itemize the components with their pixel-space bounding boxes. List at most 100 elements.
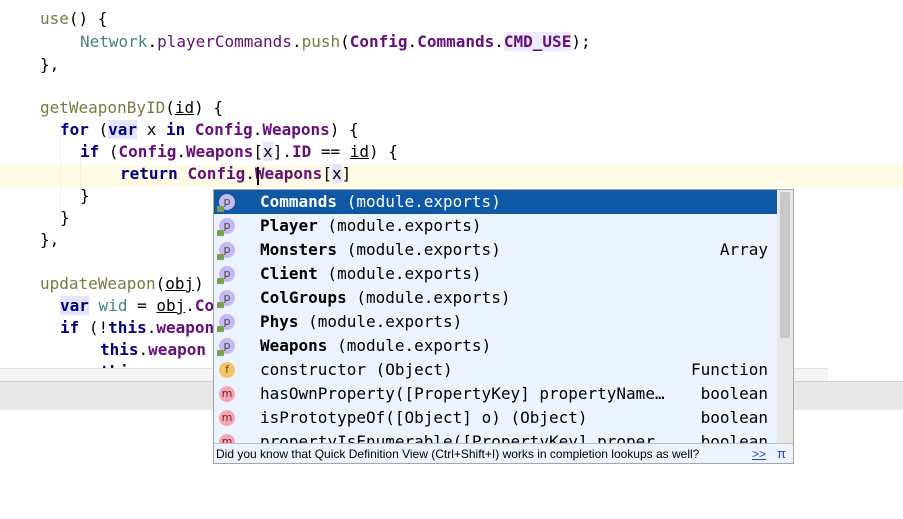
completion-item-label: hasOwnProperty([PropertyKey] propertyNam… [260, 382, 665, 406]
code-token: wid [98, 296, 128, 315]
code-line[interactable]: } [80, 185, 90, 207]
code-token: var [60, 296, 89, 315]
code-token: return [120, 164, 178, 183]
code-token: } [60, 208, 70, 227]
code-token: Weapons [254, 164, 323, 183]
completion-item[interactable]: p Weapons (module.exports) [214, 334, 777, 358]
code-token: Config [349, 32, 408, 51]
completion-item-label: Player (module.exports) [260, 214, 482, 238]
code-token: ( [99, 142, 119, 161]
code-line[interactable]: getWeaponByID(id) { [40, 97, 223, 119]
code-token: Network [80, 32, 148, 51]
code-line[interactable]: if (!this.weapon [60, 317, 214, 339]
code-token: . [138, 340, 149, 359]
code-token: . [245, 164, 255, 183]
code-token: } [80, 186, 90, 205]
completion-item-detail: (module.exports) [327, 336, 492, 355]
completion-item-label: ColGroups (module.exports) [260, 286, 510, 310]
property-icon: p [217, 218, 235, 236]
completion-item-label: Monsters (module.exports) [260, 238, 501, 262]
code-token: ( [155, 274, 166, 293]
code-token: Config [194, 120, 253, 139]
visibility-icon [217, 350, 224, 356]
completion-item-detail: (module.exports) [317, 216, 482, 235]
completion-item-name: ColGroups [260, 288, 347, 307]
code-token: obj [165, 274, 195, 293]
completion-item-type: boolean [700, 432, 768, 444]
completion-item-type: Function [690, 360, 768, 379]
code-line[interactable]: updateWeapon(obj) [40, 273, 204, 295]
completion-item-type: boolean [700, 384, 768, 403]
method-icon: m [219, 386, 235, 402]
completion-item-detail: (Object) [365, 360, 453, 379]
code-line[interactable]: } [60, 207, 70, 229]
method-icon: m [219, 410, 235, 426]
code-line[interactable]: for (var x in Config.Weapons) { [60, 119, 359, 141]
code-token: Commands [417, 32, 495, 51]
code-token: . [176, 142, 186, 161]
completion-item-name: isPrototypeOf [260, 408, 386, 427]
code-token: () { [68, 9, 108, 28]
indent-guide [80, 148, 81, 208]
code-token: ( [340, 32, 350, 51]
property-icon: p [217, 290, 235, 308]
completion-item[interactable]: p ColGroups (module.exports) [214, 286, 777, 310]
code-token: ); [571, 32, 591, 51]
more-tips-link[interactable]: >> [752, 447, 767, 461]
code-line[interactable]: Network.playerCommands.push(Config.Comma… [80, 31, 591, 53]
code-line[interactable]: var wid = obj.Co [60, 295, 214, 317]
completion-item-type: Array [719, 240, 768, 259]
visibility-icon [217, 278, 224, 284]
pi-icon[interactable]: π [777, 446, 786, 461]
completion-item-name: Player [260, 216, 318, 235]
completion-item[interactable]: p Player (module.exports) [214, 214, 777, 238]
completion-item-type: boolean [700, 408, 768, 427]
code-token: }, [40, 230, 60, 249]
indent-guide [60, 126, 61, 230]
code-line[interactable]: }, [40, 54, 59, 76]
completion-item-label: Client (module.exports) [260, 262, 482, 286]
code-line[interactable]: this.weapon [100, 339, 206, 361]
code-token: Config [118, 142, 177, 161]
completion-scroll-thumb[interactable] [780, 192, 790, 338]
completion-item-detail: (module.exports) [337, 240, 501, 259]
code-token: . [291, 32, 302, 51]
visibility-icon [217, 254, 224, 260]
code-token: var [108, 120, 138, 139]
code-token: . [146, 318, 157, 337]
code-token: CMD_USE [503, 32, 572, 51]
completion-item-label: propertyIsEnumerable([PropertyKey] prope… [260, 430, 665, 444]
code-token: Config [187, 164, 246, 183]
completion-tip-text: Did you know that Quick Definition View … [216, 447, 700, 461]
code-line[interactable]: return Config.Weapons[x] [120, 163, 351, 185]
code-token: for [60, 120, 89, 139]
completion-item-label: Phys (module.exports) [260, 310, 462, 334]
code-token: Co [194, 296, 215, 315]
completion-item-name: Weapons [260, 336, 328, 355]
code-token: ID [291, 142, 312, 161]
completion-item-label: Commands (module.exports) [260, 190, 501, 214]
code-line[interactable]: }, [40, 229, 59, 251]
code-token [185, 120, 195, 139]
code-token: ) { [194, 98, 224, 117]
code-token: . [407, 32, 418, 51]
code-line[interactable]: if (Config.Weapons[x].ID == id) { [80, 141, 398, 163]
code-line[interactable]: use() { [40, 8, 107, 30]
completion-scrollbar[interactable] [777, 190, 793, 444]
completion-item-label: Weapons (module.exports) [260, 334, 491, 358]
property-icon: p [217, 338, 235, 356]
code-token [178, 164, 188, 183]
completion-item[interactable]: m hasOwnProperty([PropertyKey] propertyNa… [214, 382, 777, 406]
code-token: if [60, 318, 80, 337]
code-token: ( [88, 120, 109, 139]
code-token: ] [341, 164, 352, 183]
